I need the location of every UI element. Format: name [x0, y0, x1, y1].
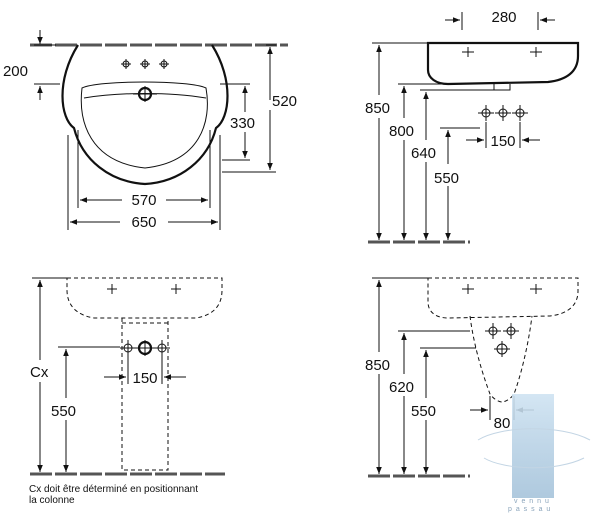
tap-hole-icon [478, 105, 528, 121]
waste-outlet-icon [135, 340, 155, 356]
pedestal-side-shroud [469, 315, 533, 403]
dim-side-150: 150 [490, 133, 515, 150]
tap-hole-icon [462, 284, 542, 294]
dim-front-330: 330 [230, 115, 255, 132]
tap-hole-icon [121, 59, 169, 69]
side-view: 280 850 800 640 550 150 [365, 9, 580, 244]
dim-side-280: 280 [491, 9, 516, 26]
dim-pedestal-550: 550 [51, 403, 76, 420]
dim-front-520: 520 [272, 93, 297, 110]
dim-front-570: 570 [131, 192, 156, 209]
dim-pedside-550: 550 [411, 403, 436, 420]
pedestal-side-view: 850 620 550 80 [365, 277, 579, 478]
svg-text:v e n n u: v e n n u [514, 498, 550, 505]
waste-outlet-icon [494, 341, 510, 357]
pedestal-basin-outline [66, 277, 223, 319]
dim-pedestal-cx: Cx [30, 364, 49, 381]
waste-outlet-icon [133, 86, 157, 102]
dim-front-200: 200 [3, 63, 28, 80]
dim-side-550: 550 [434, 170, 459, 187]
tap-hole-icon [120, 340, 170, 356]
front-view: 200 520 330 570 650 [3, 30, 297, 231]
basin-bowl [80, 81, 208, 169]
pedestal-front-view: Cx 550 150 Cx doit être déterminé en pos… [29, 277, 225, 506]
basin-outline [61, 44, 229, 186]
side-waste [493, 84, 511, 91]
dim-pedestal-150: 150 [132, 370, 157, 387]
dim-front-650: 650 [131, 214, 156, 231]
dim-pedside-850: 850 [365, 357, 390, 374]
dim-side-800: 800 [389, 123, 414, 140]
tap-hole-icon [485, 323, 519, 339]
tap-hole-icon [107, 284, 181, 294]
note-line-1: Cx doit être déterminé en positionnant [29, 484, 198, 495]
watermark-logo-icon: v e n n u p a s s a u [477, 394, 591, 513]
pedestal-column [121, 318, 169, 471]
note-line-2: la colonne [29, 495, 75, 506]
dim-pedside-620: 620 [389, 379, 414, 396]
dim-side-640: 640 [411, 145, 436, 162]
dim-side-850: 850 [365, 100, 390, 117]
dim-pedside-80: 80 [494, 415, 511, 432]
side-basin-outline [426, 41, 580, 86]
svg-text:p a s s a u: p a s s a u [508, 506, 551, 513]
tap-hole-icon [462, 47, 542, 57]
pedestal-side-basin-outline [427, 277, 579, 319]
